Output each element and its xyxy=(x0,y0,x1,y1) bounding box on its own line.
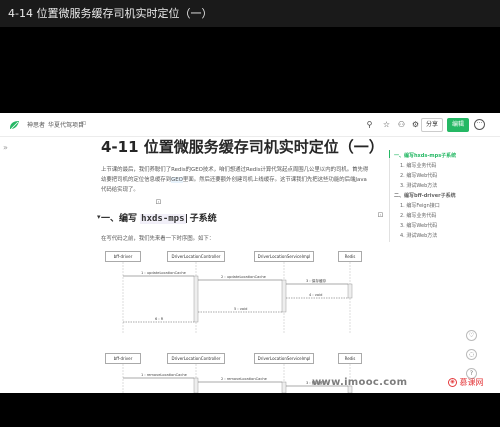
page-title: 4-11 位置微服务缓存司机实时定位（一） xyxy=(101,138,384,156)
outline-item-3[interactable]: 3. 测试Web方法 xyxy=(400,183,438,189)
notebook-window: 神思者 华夏代驾项目 ⊡ ⚲ ☆ ⚇ ⚙ 分享 编辑 ··· xyxy=(0,113,500,393)
search-icon[interactable]: ⚲ xyxy=(366,120,373,129)
breadcrumb-book[interactable]: 神思者 xyxy=(27,122,46,129)
outline-item-1[interactable]: 1. 编写业务代码 xyxy=(400,163,437,169)
participant-redis: Redis xyxy=(338,353,362,364)
expand-sidebar-icon[interactable]: » xyxy=(3,143,8,152)
outline-track xyxy=(389,150,390,242)
message-label: 3 : 保存缓存 xyxy=(306,279,327,283)
outline-active-marker xyxy=(389,150,390,158)
more-icon[interactable]: ··· xyxy=(474,119,485,130)
heading-code: hxds-mps xyxy=(140,214,186,224)
section-heading: 一、编写 hxds-mps 子系统 xyxy=(101,211,217,224)
participant-service-impl: DriverLocationServiceImpl xyxy=(254,251,314,262)
lock-icon: ⊡ xyxy=(81,120,87,127)
help-icon[interactable]: ? xyxy=(466,368,477,379)
collaborator-icon[interactable]: ⚇ xyxy=(397,120,406,129)
comment-bubble-icon[interactable]: ◌ xyxy=(466,349,477,360)
message-label: 5 : void xyxy=(234,307,248,311)
participant-bff-driver: bff-driver xyxy=(105,251,141,262)
share-button[interactable]: 分享 xyxy=(421,118,443,132)
outline-item-4[interactable]: 二、编写bff-driver子系统 xyxy=(394,193,456,199)
para-line2b: 里面。然后还要额外创建司机上线缓存。这节课我们先把这些功能的后端Java xyxy=(182,177,367,183)
star-icon[interactable]: ☆ xyxy=(382,120,391,129)
watermark: www.imooc.com xyxy=(312,377,408,388)
outline-item-0[interactable]: 一、编写hxds-mps子系统 xyxy=(394,153,457,159)
edit-button[interactable]: 编辑 xyxy=(447,118,469,132)
sequence-lines xyxy=(122,262,353,393)
app-logo-icon[interactable] xyxy=(8,118,22,132)
collapse-heading-icon[interactable]: ▾ xyxy=(97,213,101,221)
outline-item-5[interactable]: 1. 编写Feign接口 xyxy=(400,203,440,209)
brand-name: 慕课网 xyxy=(459,378,484,387)
brand-logo-icon: ◉ xyxy=(448,378,457,387)
message-label: 1 : updateLocationCache xyxy=(141,271,186,275)
message-label: 4 : void xyxy=(309,293,323,297)
participant-controller: DriverLocationController xyxy=(167,251,225,262)
outline-item-6[interactable]: 2. 编写业务代码 xyxy=(400,213,437,219)
like-icon[interactable]: ♡ xyxy=(466,330,477,341)
video-title: 4-14 位置微服务缓存司机实时定位（一） xyxy=(0,0,500,27)
para-line2a: 幼要把司机的定位信息缓存到 xyxy=(101,177,172,183)
doc-toolbar: 神思者 华夏代驾项目 ⊡ ⚲ ☆ ⚇ ⚙ 分享 编辑 ··· xyxy=(0,113,500,137)
message-label: 3 : 删除缓存 xyxy=(306,381,327,385)
outline-item-7[interactable]: 3. 编写Web代码 xyxy=(400,223,438,229)
message-label: 6 : R xyxy=(155,317,164,321)
intro-paragraph: 上节课的最后，我们养聪们了Redis的GEO技术，咱们想通过Redis计算代驾起… xyxy=(101,165,371,195)
heading-prefix: 一、编写 xyxy=(101,214,138,224)
brand-logo: ◉ 慕课网 xyxy=(448,377,484,388)
message-label: 2 : removeLocationCache xyxy=(221,377,267,381)
heading-suffix: 子系统 xyxy=(189,214,217,224)
comment-icon[interactable]: ⊡ xyxy=(155,198,162,206)
text-cursor xyxy=(185,214,187,223)
participant-redis: Redis xyxy=(338,251,362,262)
breadcrumb-doc[interactable]: 华夏代驾项目 xyxy=(48,122,85,129)
heading-comment-icon[interactable]: ⊡ xyxy=(377,211,384,219)
message-label: 2 : updateLocationCache xyxy=(221,275,266,279)
outline-item-8[interactable]: 4. 测试Web方法 xyxy=(400,233,438,239)
message-label: 1 : removeLocationCache xyxy=(141,373,187,377)
para-line1: 上节课的最后，我们养聪们了Redis的GEO技术，咱们想通过Redis计算代驾起… xyxy=(101,167,369,173)
para-line3: 代码给实现了。 xyxy=(101,187,139,193)
participant-controller: DriverLocationController xyxy=(167,353,225,364)
para-highlight: GEO xyxy=(171,177,183,183)
settings-icon[interactable]: ⚙ xyxy=(411,120,420,129)
sequence-diagram: bff-driver DriverLocationController Driv… xyxy=(101,248,371,393)
diagram-intro: 在写代码之前，我们先来看一下时序图。如下： xyxy=(101,236,215,242)
participant-service-impl: DriverLocationServiceImpl xyxy=(254,353,314,364)
participant-bff-driver: bff-driver xyxy=(105,353,141,364)
outline-item-2[interactable]: 2. 编写Web代码 xyxy=(400,173,438,179)
